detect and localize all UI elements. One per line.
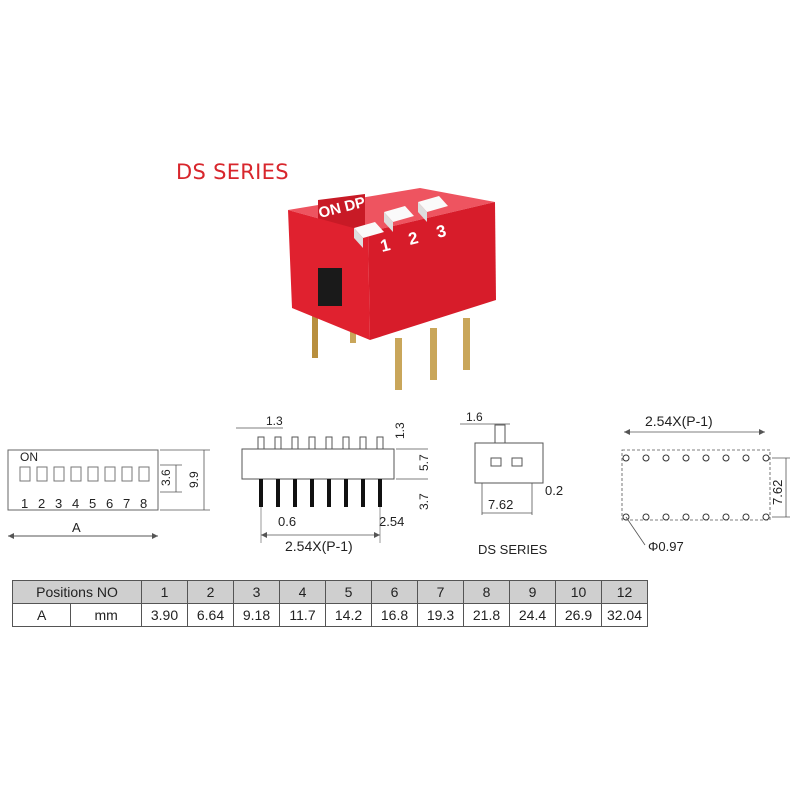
end-view-drawing: 1.6 7.62 0.2 DS SERIES <box>460 410 563 557</box>
dim-a-label: A <box>72 520 81 535</box>
table-header-cell: 3 <box>233 580 280 604</box>
dim-pin-length: 3.7 <box>417 493 428 510</box>
table-cell: 16.8 <box>371 603 418 627</box>
table-cell: 6.64 <box>187 603 234 627</box>
actuator-caps <box>354 196 448 248</box>
table-row-unit: mm <box>70 603 142 627</box>
dim-actuator: 1.6 <box>466 410 483 424</box>
table-cell: 9.18 <box>233 603 280 627</box>
pin-back-2 <box>312 288 318 358</box>
dim-height-outer: 9.9 <box>187 471 201 488</box>
side-body <box>241 448 395 480</box>
top-number-7: 7 <box>123 496 130 511</box>
table-cell: 3.90 <box>141 603 188 627</box>
end-view-caption: DS SERIES <box>478 542 548 557</box>
top-number-1: 1 <box>21 496 28 511</box>
footprint-row-spacing: 7.62 <box>770 480 785 505</box>
dim-pin-width: 0.6 <box>278 514 296 529</box>
footprint-hole-dia: Φ0.97 <box>648 539 684 554</box>
table-cell: 11.7 <box>279 603 326 627</box>
top-number-2: 2 <box>38 496 45 511</box>
top-number-3: 3 <box>55 496 62 511</box>
body-front <box>368 202 496 340</box>
table-cell: 26.9 <box>555 603 602 627</box>
table-cell: 19.3 <box>417 603 464 627</box>
photo-number-3: 3 <box>434 221 448 242</box>
end-body <box>474 442 544 484</box>
table-cell: 24.4 <box>509 603 556 627</box>
table-header-cell: 12 <box>601 580 648 604</box>
table-header-cell: 4 <box>279 580 326 604</box>
on-label: ON <box>20 450 38 464</box>
side-view-drawing: 1.3 1.3 5.7 3.7 0.6 2.54 2.54X(P-1) <box>236 414 428 554</box>
dim-top-height: 1.3 <box>393 422 407 439</box>
dim-pitch: 2.54 <box>379 514 404 529</box>
table-header-cell: 2 <box>187 580 234 604</box>
dim-body-height: 5.7 <box>417 454 428 471</box>
table-header-row: Positions NO 1 2 3 4 5 6 7 8 9 10 12 <box>12 580 648 604</box>
dim-top-pitch: 1.3 <box>266 414 283 428</box>
pin-front-1 <box>395 338 402 390</box>
body-window <box>318 268 342 306</box>
top-view-drawing: ON 1 2 3 4 5 6 7 8 A 3.6 9.9 <box>7 449 210 539</box>
top-number-6: 6 <box>106 496 113 511</box>
photo-number-1: 1 <box>378 235 392 256</box>
table-row: A mm 3.90 6.64 9.18 11.7 14.2 16.8 19.3 … <box>11 603 648 627</box>
footprint-drawing: 2.54X(P-1) 7.62 Φ0.97 <box>621 413 790 554</box>
table-row-label: A <box>11 603 72 627</box>
dim-offset: 0.2 <box>545 483 563 498</box>
dimension-table: Positions NO 1 2 3 4 5 6 7 8 9 10 12 A m… <box>11 580 648 627</box>
table-header-cell: 8 <box>463 580 510 604</box>
dim-span: 2.54X(P-1) <box>285 538 353 554</box>
footprint-outline <box>621 449 771 521</box>
table-header-cell: 1 <box>141 580 188 604</box>
table-header-cell: 6 <box>371 580 418 604</box>
table-header-cell: 9 <box>509 580 556 604</box>
dim-height-inner: 3.6 <box>159 469 173 486</box>
footprint-holes-bottom <box>622 513 770 521</box>
table-cell: 32.04 <box>601 603 648 627</box>
top-view-outline <box>7 449 159 511</box>
footprint-holes-top <box>622 454 770 462</box>
table-header-cell: 10 <box>555 580 602 604</box>
side-actuators <box>257 436 384 450</box>
dip-switch-photo: ON DP 1 2 3 <box>288 188 496 390</box>
table-header-cell: 7 <box>417 580 464 604</box>
photo-number-2: 2 <box>406 228 420 249</box>
end-actuator <box>494 424 506 444</box>
table-header-label: Positions NO <box>12 580 142 604</box>
pin-front-2 <box>430 328 437 380</box>
switch-slots <box>19 466 150 482</box>
dim-row-spacing: 7.62 <box>488 497 513 512</box>
pin-front-3 <box>463 318 470 370</box>
table-cell: 21.8 <box>463 603 510 627</box>
top-number-5: 5 <box>89 496 96 511</box>
table-cell: 14.2 <box>325 603 372 627</box>
side-pins <box>259 479 382 507</box>
footprint-span: 2.54X(P-1) <box>645 413 713 429</box>
series-title: DS SERIES <box>176 160 289 184</box>
top-number-8: 8 <box>140 496 147 511</box>
table-header-cell: 5 <box>325 580 372 604</box>
top-number-4: 4 <box>72 496 79 511</box>
